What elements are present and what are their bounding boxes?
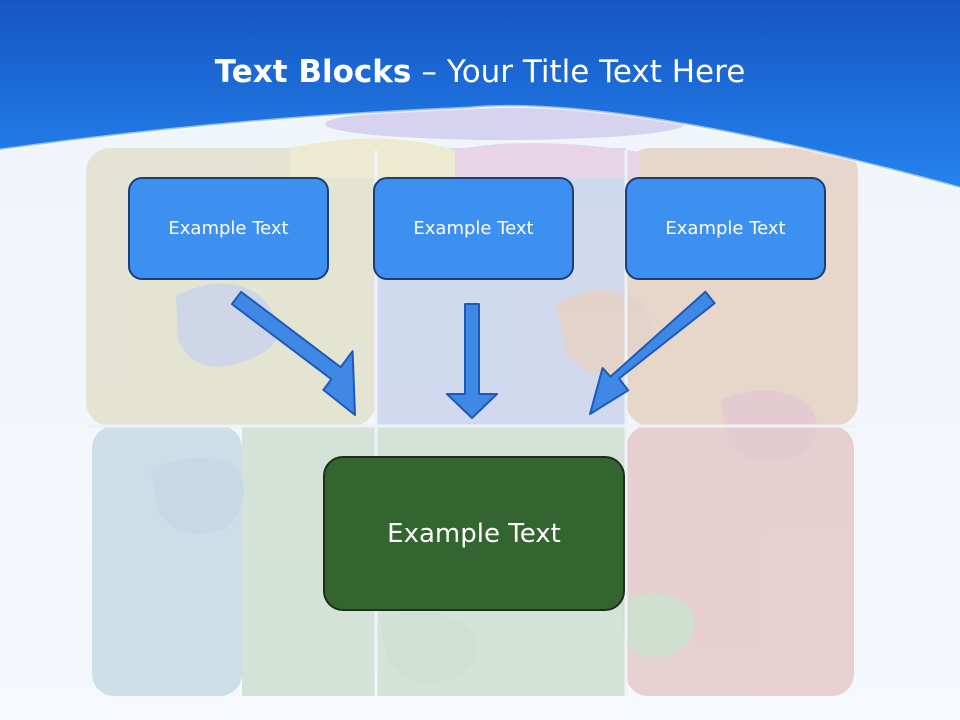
arrow-right-to-center — [589, 290, 716, 415]
text-block-center: Example Text — [323, 456, 625, 611]
flow-arrows — [230, 290, 716, 419]
title-rest: Your Title Text Here — [446, 54, 746, 90]
text-block-right: Example Text — [625, 177, 826, 280]
title-bold-part: Text Blocks — [214, 54, 412, 90]
text-block-right-label: Example Text — [665, 218, 786, 239]
text-block-middle-label: Example Text — [413, 218, 534, 239]
header-band — [0, 0, 960, 188]
text-block-left: Example Text — [128, 177, 329, 280]
arrow-left-to-center — [230, 290, 356, 416]
arrow-middle-to-center — [446, 303, 498, 419]
title-dash: – — [421, 54, 437, 90]
text-block-middle: Example Text — [373, 177, 574, 280]
text-block-center-label: Example Text — [387, 518, 561, 549]
slide-title: Text Blocks–Your Title Text Here — [0, 54, 960, 90]
text-block-left-label: Example Text — [168, 218, 289, 239]
